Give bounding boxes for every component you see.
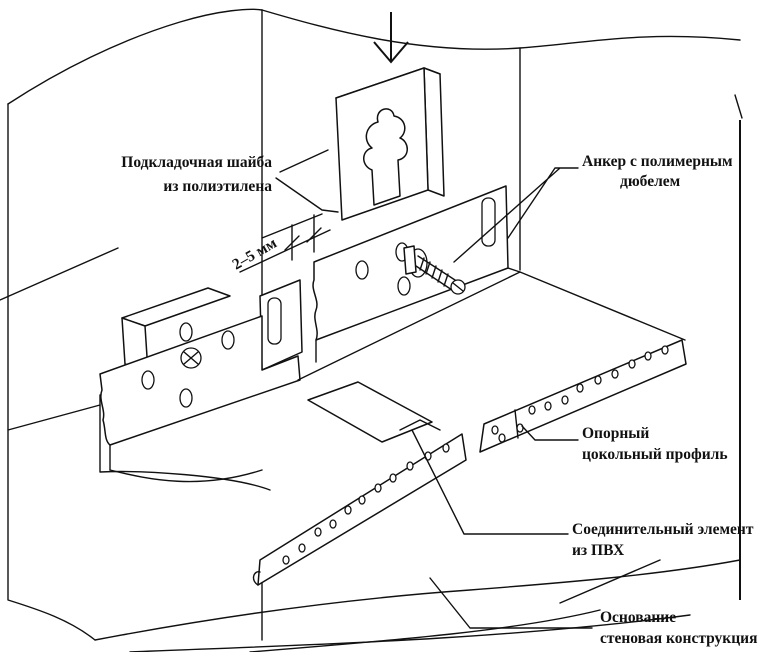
label-washer-line2: из полиэтилена xyxy=(163,178,272,195)
anchor-icon xyxy=(403,245,466,295)
profile-strip-left xyxy=(257,433,467,586)
slot xyxy=(481,197,496,247)
hole xyxy=(397,276,411,296)
label-washer-line1: Подкладочная шайба xyxy=(121,154,272,171)
label-base-profile-line2: цокольный профиль xyxy=(582,446,728,463)
slot xyxy=(267,297,282,345)
hole xyxy=(355,260,369,280)
bracket-left xyxy=(99,279,303,491)
label-base-profile-line1: Опорный xyxy=(582,425,649,442)
down-arrow-icon xyxy=(373,12,409,64)
label-connector-line1: Соединительный элемент xyxy=(572,521,754,538)
hole xyxy=(141,370,155,390)
label-wall-line1: Основание xyxy=(600,609,676,626)
label-gap: 2–5 мм xyxy=(230,234,281,273)
hole xyxy=(179,322,193,342)
label-connector-line2: из ПВХ xyxy=(572,542,625,559)
washer-top xyxy=(335,67,445,221)
profile-strip-right xyxy=(479,339,687,453)
hole xyxy=(221,330,235,350)
connector-pvc xyxy=(307,381,433,443)
label-wall-line2: стеновая конструкция xyxy=(600,630,757,647)
leader-lines xyxy=(275,149,661,629)
label-anchor-line1: Анкер с полимерным xyxy=(582,153,733,170)
wall-outline xyxy=(0,8,743,652)
label-anchor-line2: дюбелем xyxy=(620,173,681,190)
hole xyxy=(179,388,193,408)
gap-dimension xyxy=(239,214,331,273)
base-profile xyxy=(109,271,687,586)
